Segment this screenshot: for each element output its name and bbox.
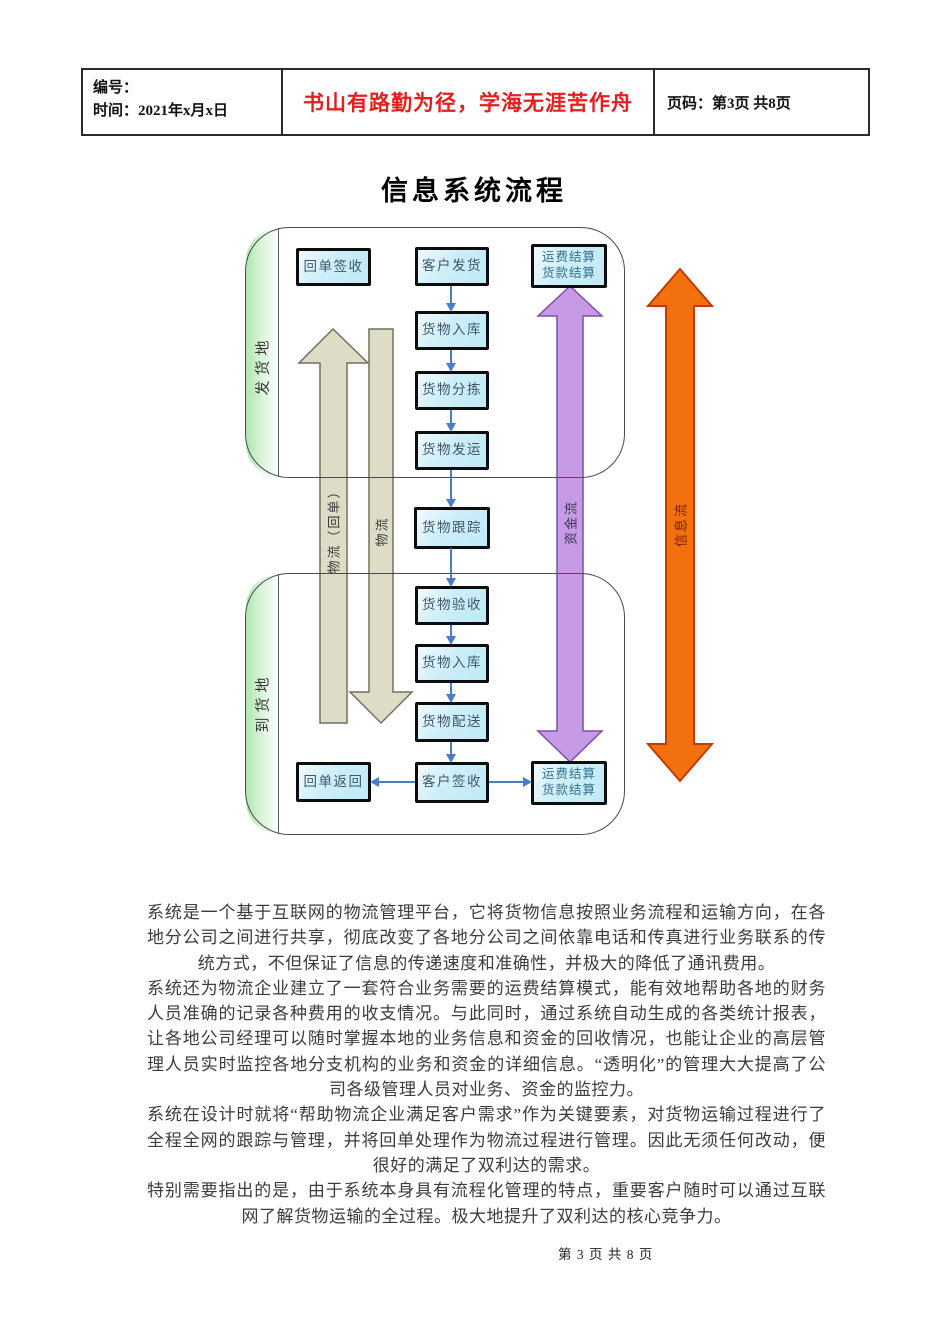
paragraph-3: 系统在设计时就将“帮助物流企业满足客户需求”作为关键要素，对货物运输过程进行了全…: [147, 1105, 826, 1175]
page-number-value: 第3页 共8页: [712, 95, 791, 112]
doc-number-label: 编号：: [93, 80, 139, 96]
connector-inbound-to-sorting: [446, 350, 456, 372]
paragraph-1: 系统是一个基于互联网的物流管理平台，它将货物信息按照业务流程和运输方向，在各地分…: [147, 903, 826, 973]
connector-sign-to-settlement: [489, 777, 532, 787]
flow-box-receipt-sign: 回单签收: [296, 248, 371, 286]
flow-box-goods-inbound-1: 货物入库: [415, 311, 489, 350]
flow-box-customer-sign: 客户签收: [415, 762, 489, 803]
connector-sign-to-receipt-return: [370, 777, 415, 787]
connector-inbound2-to-delivery: [446, 683, 456, 703]
flow-box-settlement-bottom: 运费结算 货款结算: [531, 761, 607, 805]
settlement-bottom-line2: 货款结算: [541, 783, 596, 797]
header-motto: 书山有路勤为径，学海无涯苦作舟: [281, 70, 653, 134]
flow-box-goods-delivery: 货物配送: [415, 702, 489, 742]
flow-box-goods-sorting: 货物分拣: [415, 371, 489, 410]
body-text: 系统是一个基于互联网的物流管理平台，它将货物信息按照业务流程和运输方向，在各地分…: [147, 900, 826, 1229]
settlement-bottom-line1: 运费结算: [541, 767, 596, 782]
origin-lane-label: 发货地: [255, 335, 272, 396]
logistics-label: 物流: [374, 516, 390, 547]
diagram-title: 信息系统流程: [381, 176, 567, 206]
footer-page-info: 第 3 页 共 8 页: [558, 1247, 654, 1262]
destination-container: [245, 573, 625, 835]
page-number-prefix: 页码：: [667, 95, 713, 112]
logistics-return-label: 物流（回单）: [326, 483, 342, 574]
connector-dispatch-to-tracking: [446, 470, 456, 508]
flow-box-goods-dispatch: 货物发运: [415, 431, 489, 470]
capital-flow-label: 资金流: [563, 500, 579, 546]
settlement-top-line2: 货款结算: [541, 266, 596, 280]
paragraph-4: 特别需要指出的是，由于系统本身具有流程化管理的特点，重要客户随时可以通过互联网了…: [147, 1181, 826, 1226]
connector-tracking-to-check: [446, 548, 456, 587]
destination-lane-label: 到货地: [255, 672, 272, 733]
header-table: 编号： 时间：2021年x月x日 书山有路勤为径，学海无涯苦作舟 页码： 第3页…: [81, 68, 870, 136]
flow-box-goods-inbound-2: 货物入库: [415, 644, 489, 683]
settlement-top-line1: 运费结算: [541, 250, 596, 265]
flow-box-goods-tracking: 货物跟踪: [414, 507, 490, 549]
header-meta-cell: 编号： 时间：2021年x月x日: [81, 70, 281, 134]
flow-box-goods-check: 货物验收: [415, 586, 489, 625]
doc-time-label: 时间：2021年x月x日: [93, 103, 229, 119]
connector-ship-to-inbound: [446, 286, 456, 312]
flow-box-settlement-top: 运费结算 货款结算: [531, 244, 607, 288]
destination-lane-strip: [246, 574, 279, 834]
connector-delivery-to-sign: [446, 742, 456, 763]
header-page-cell: 页码： 第3页 共8页: [653, 70, 870, 134]
information-flow-label: 信息流: [673, 502, 689, 548]
origin-container: [245, 227, 625, 478]
connector-check-to-inbound2: [446, 625, 456, 645]
paragraph-2: 系统还为物流企业建立了一套符合业务需要的运费结算模式，能有效地帮助各地的财务人员…: [147, 978, 826, 1100]
flow-box-receipt-return: 回单返回: [296, 762, 371, 802]
connector-sorting-to-dispatch: [446, 410, 456, 432]
flow-box-customer-ship: 客户发货: [415, 247, 489, 286]
